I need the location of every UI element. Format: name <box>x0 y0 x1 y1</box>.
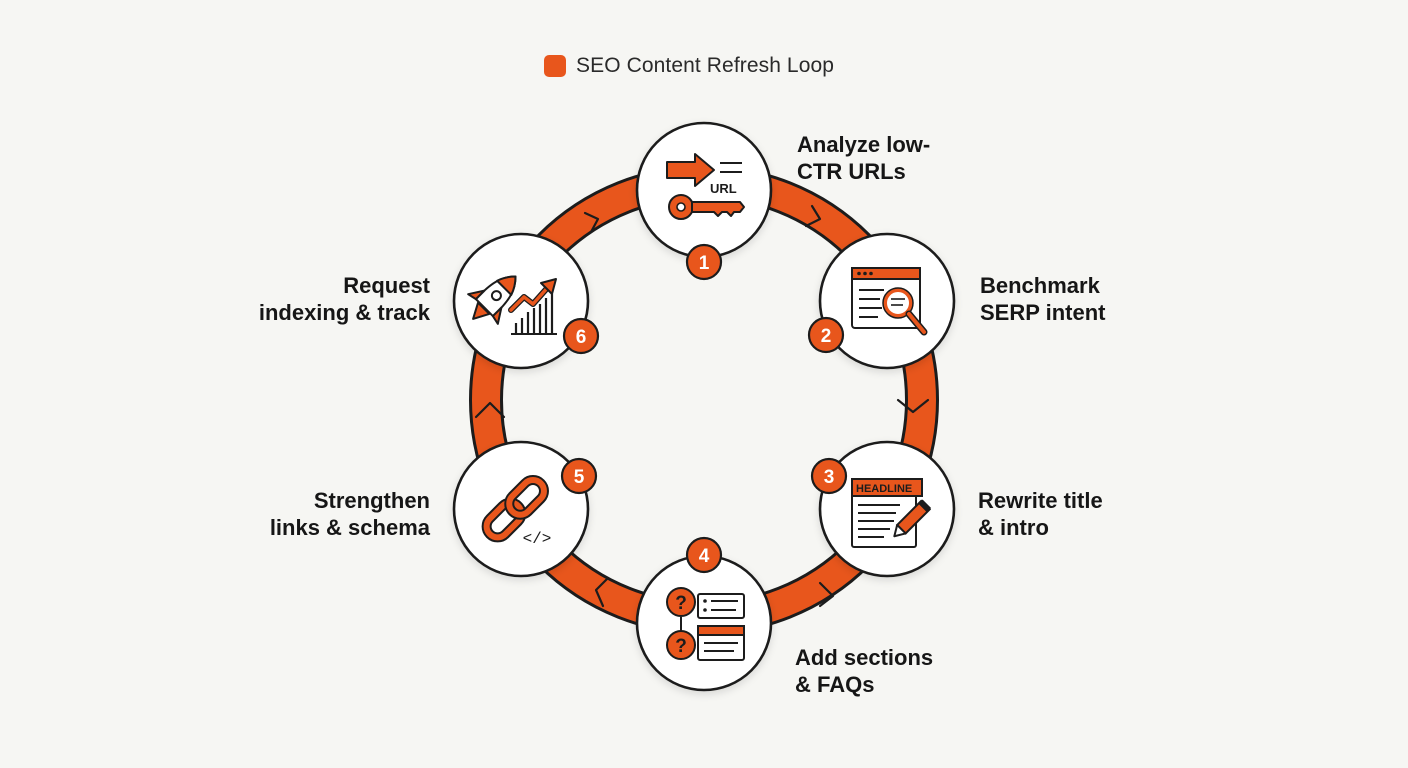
step-node-2[interactable]: 2 <box>807 232 956 370</box>
rocket-chart-icon <box>467 275 557 335</box>
arrow-5-6 <box>474 401 506 419</box>
faq-question-2: ? <box>675 636 687 657</box>
step-node-5[interactable]: </> 5 <box>452 440 598 578</box>
step-label-6: Request indexing & track <box>258 273 430 325</box>
step-number-4: 4 <box>699 546 710 567</box>
step-label-1: Analyze low- CTR URLs <box>797 132 931 184</box>
browser-search-icon <box>851 267 928 336</box>
step-number-6: 6 <box>576 327 587 348</box>
url-key-icon: URL <box>666 153 745 220</box>
faq-icon: ? ? <box>666 587 745 661</box>
step-node-6[interactable]: 6 <box>452 232 600 370</box>
direction-arrows <box>474 204 930 608</box>
arrow-1-2 <box>804 204 822 228</box>
step-number-5: 5 <box>574 467 585 488</box>
arrow-2-3 <box>896 398 930 414</box>
step-label-4: Add sections & FAQs <box>795 645 934 697</box>
step-label-3: Rewrite title & intro <box>978 488 1103 540</box>
headline-edit-icon: HEADLINE <box>851 478 932 548</box>
legend-swatch <box>544 55 566 77</box>
faq-question-1: ? <box>675 593 687 614</box>
link-code-icon: </> <box>481 475 552 548</box>
step-node-3[interactable]: HEADLINE 3 <box>810 440 956 578</box>
code-icon-text: </> <box>523 530 552 548</box>
arrow-3-4 <box>818 581 835 608</box>
step-number-2: 2 <box>821 326 832 347</box>
headline-icon-text: HEADLINE <box>856 483 912 495</box>
step-number-1: 1 <box>699 253 710 274</box>
arrow-6-1 <box>583 211 600 234</box>
step-label-2: Benchmark SERP intent <box>980 273 1106 325</box>
legend-label: SEO Content Refresh Loop <box>576 54 835 77</box>
step-node-1[interactable]: URL 1 <box>635 121 773 281</box>
legend: SEO Content Refresh Loop <box>544 54 834 78</box>
step-label-5: Strengthen links & schema <box>269 488 430 540</box>
step-node-4[interactable]: ? ? 4 <box>635 536 773 692</box>
step-number-3: 3 <box>824 467 835 488</box>
arrow-4-5 <box>594 576 610 608</box>
url-icon-text: URL <box>710 181 737 196</box>
